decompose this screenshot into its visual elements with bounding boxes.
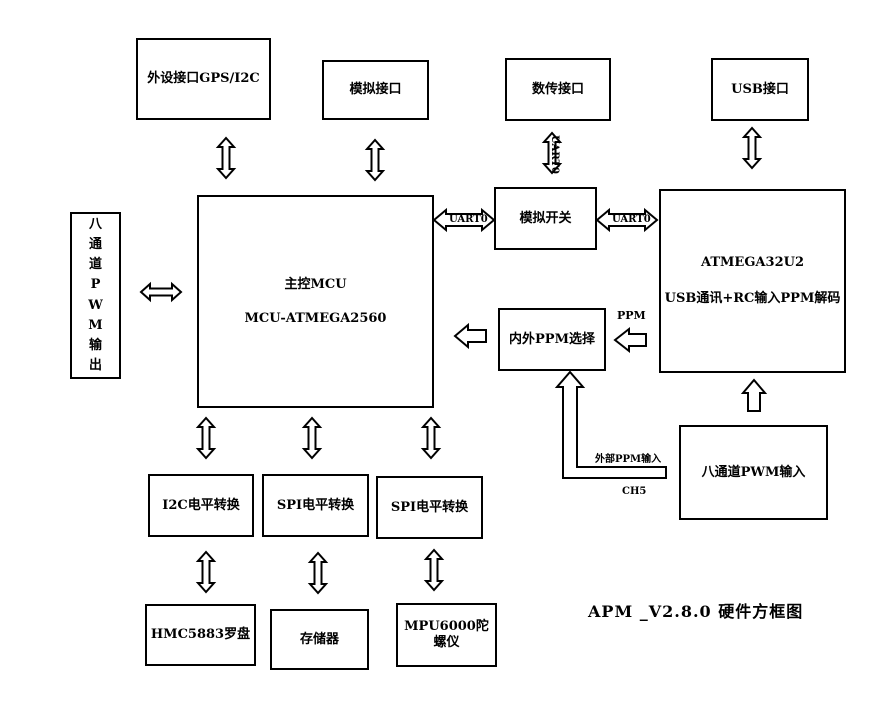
- ppm-select-box: 内外PPM选择: [498, 308, 606, 371]
- diagram-caption: APM _V2.8.0 硬件方框图: [588, 602, 804, 621]
- i2c-converter-label: I2C电平转换: [162, 497, 240, 513]
- ppm-to-mcu-arrow: [453, 322, 487, 350]
- compass-box: HMC5883罗盘: [145, 604, 256, 666]
- ppm-label: PPM: [617, 309, 646, 322]
- mcu-spi2-arrow: [422, 417, 440, 459]
- mcu-pwm-out-arrow: [140, 283, 182, 301]
- uart0-label-right: UART0: [612, 214, 651, 225]
- gps-interface-label: 外设接口GPS/I2C: [147, 71, 260, 87]
- gps-interface-box: 外设接口GPS/I2C: [136, 38, 271, 120]
- pwm-output-char: M: [88, 317, 103, 333]
- ppm-select-label: 内外PPM选择: [509, 331, 595, 347]
- uart0-label-left: UART0: [449, 214, 488, 225]
- usb-interface-box: USB接口: [711, 58, 809, 121]
- pwm-output-char: 出: [88, 357, 102, 373]
- external-ppm-path: [554, 370, 667, 479]
- gyro-box: MPU6000陀螺仪: [396, 603, 497, 667]
- atmega32u2-model: ATMEGA32U2: [700, 255, 804, 271]
- pwm-input-label: 八通道PWM输入: [701, 464, 806, 480]
- pwm-output-char: 输: [88, 337, 102, 353]
- spi-converter-label-2: SPI电平转换: [390, 499, 469, 515]
- spi-converter-box-2: SPI电平转换: [376, 476, 483, 539]
- telemetry-interface-label: 数传接口: [531, 81, 584, 97]
- pwm-input-box: 八通道PWM输入: [679, 425, 828, 520]
- i2c-converter-box: I2C电平转换: [148, 474, 254, 537]
- storage-box: 存储器: [270, 609, 369, 670]
- telemetry-interface-box: 数传接口: [505, 58, 611, 121]
- main-mcu-model: MCU-ATMEGA2560: [244, 310, 387, 326]
- pwm-in-up-arrow: [740, 378, 768, 412]
- spi-storage-arrow: [309, 552, 327, 594]
- pwm-output-char: P: [90, 277, 101, 293]
- spi-converter-box-1: SPI电平转换: [262, 474, 369, 537]
- spi-converter-label-1: SPI电平转换: [276, 497, 355, 513]
- uart0-label-vertical-text: UART0: [548, 135, 560, 174]
- pwm-output-char: 八: [88, 216, 102, 232]
- external-ppm-label: 外部PPM输入: [595, 454, 662, 465]
- spi-gyro-arrow: [425, 549, 443, 591]
- atmega32u2-box: ATMEGA32U2 USB通讯+RC输入PPM解码: [659, 189, 846, 373]
- analog-interface-label: 模拟接口: [349, 82, 402, 98]
- mcu-i2c-arrow: [197, 417, 215, 459]
- pwm-output-char: 道: [88, 257, 102, 273]
- usb-atmega-arrow: [743, 127, 761, 169]
- ppm-in-arrow: [613, 326, 647, 354]
- gyro-label: MPU6000陀螺仪: [404, 619, 489, 650]
- uart0-label-vertical: UART0: [545, 135, 560, 174]
- analog-switch-label: 模拟开关: [519, 210, 572, 226]
- pwm-output-box: 八 通 道 P W M 输 出: [70, 212, 121, 379]
- pwm-output-char: 通: [88, 237, 102, 253]
- storage-label: 存储器: [299, 631, 339, 647]
- main-mcu-box: 主控MCU MCU-ATMEGA2560: [197, 195, 434, 408]
- atmega32u2-function: USB通讯+RC输入PPM解码: [664, 291, 841, 306]
- compass-label: HMC5883罗盘: [150, 627, 251, 643]
- analog-mcu-arrow: [366, 139, 384, 181]
- analog-switch-box: 模拟开关: [494, 187, 597, 250]
- uart0-arrow-right: [595, 207, 659, 233]
- usb-interface-label: USB接口: [731, 81, 789, 97]
- gps-mcu-arrow: [217, 137, 235, 179]
- main-mcu-title: 主控MCU: [284, 276, 347, 292]
- i2c-compass-arrow: [197, 551, 215, 593]
- mcu-spi1-arrow: [303, 417, 321, 459]
- ch5-label: CH5: [622, 486, 647, 497]
- analog-interface-box: 模拟接口: [322, 60, 429, 120]
- pwm-output-char: W: [88, 297, 103, 313]
